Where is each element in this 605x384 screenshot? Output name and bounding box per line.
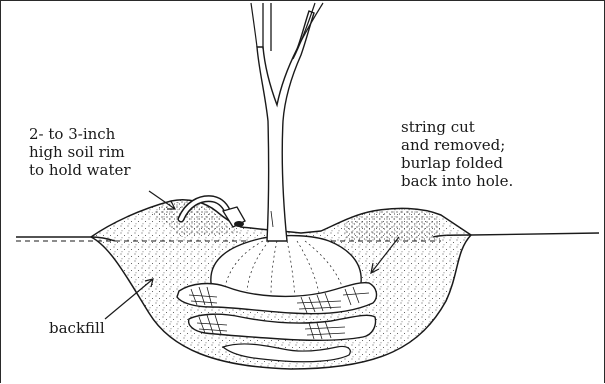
- label-soil-rim: 2- to 3-inch high soil rim to hold water: [29, 125, 131, 179]
- label-backfill: backfill: [49, 319, 105, 337]
- soil-rim-right: [343, 208, 441, 241]
- hose-nozzle-tip: [234, 221, 244, 227]
- label-string-cut: string cut and removed; burlap folded ba…: [401, 118, 513, 190]
- tree-branch-left: [251, 3, 257, 47]
- tree-trunk: [257, 11, 314, 241]
